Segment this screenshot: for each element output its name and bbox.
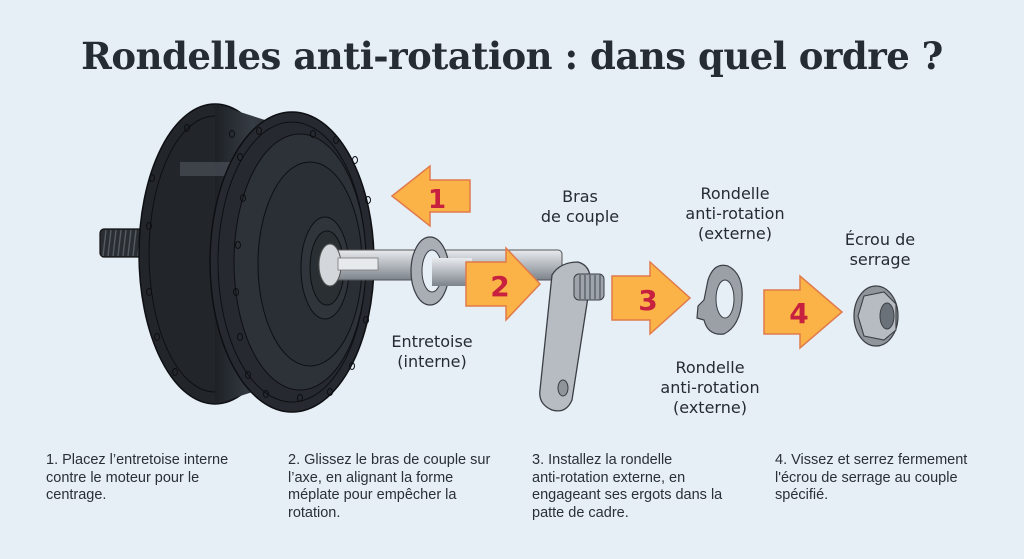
step-1-text: 1. Placez l’entretoise interne contre le…: [46, 452, 229, 503]
svg-text:2: 2: [490, 270, 509, 303]
label-washer-bottom: Rondelle anti-rotation (externe): [660, 358, 760, 417]
svg-text:3: 3: [638, 284, 657, 317]
anti-rotation-washer: [696, 264, 743, 335]
arrow-step-3: 3: [611, 260, 692, 336]
svg-text:1: 1: [428, 185, 446, 215]
torque-arm: [539, 261, 605, 412]
label-washer-top: Rondelle anti-rotation (externe): [685, 184, 785, 243]
label-torque-arm: Bras de couple: [540, 187, 620, 226]
flange-nut: [853, 285, 899, 347]
arrow-step-4: 4: [763, 274, 844, 350]
page-title: Rondelles anti-rotation : dans quel ordr…: [81, 34, 943, 78]
label-spacer: Entretoise (interne): [391, 332, 473, 371]
hub-motor: [138, 103, 375, 413]
svg-text:4: 4: [789, 297, 808, 330]
step-2-text: 2. Glissez le bras de couple sur l’axe, …: [288, 452, 491, 521]
step-3-text: 3. Installez la rondelle anti-rotation e…: [532, 452, 723, 521]
arrow-step-2: 2: [465, 246, 542, 322]
spacer-washer: [410, 236, 472, 306]
label-nut: Écrou de serrage: [844, 230, 916, 269]
arrow-step-1: 1: [390, 164, 471, 228]
step-4-text: 4. Vissez et serrez fermement l'écrou de…: [775, 452, 968, 503]
